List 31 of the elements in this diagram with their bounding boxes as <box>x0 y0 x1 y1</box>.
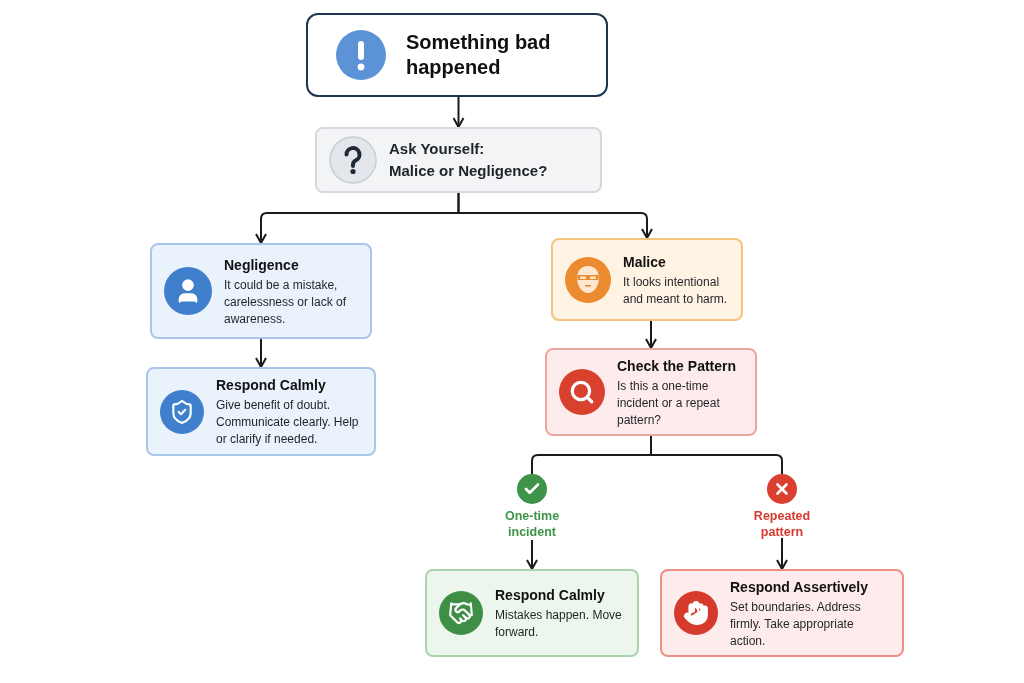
box-text: Is this a one-time incident or a repeat pattern? <box>617 377 721 429</box>
box-text: Mistakes happen. Move forward. <box>495 607 623 641</box>
start-box <box>306 13 608 97</box>
box-title: Respond Calmly <box>495 586 606 605</box>
branch-label: One-time incident <box>503 508 561 540</box>
branch-label: Repeated pattern <box>752 508 812 540</box>
arrow <box>452 96 465 128</box>
process-box <box>425 569 639 657</box>
box-title: Malice <box>623 252 667 272</box>
arrow <box>255 338 267 368</box>
box-text: Malice or Negligence? <box>389 161 548 181</box>
process-box <box>545 348 757 436</box>
process-box <box>660 569 904 657</box>
process-box <box>146 367 376 456</box>
box-title: Ask Yourself: <box>389 139 486 159</box>
arrow <box>776 537 788 570</box>
process-box <box>551 238 743 321</box>
arrow <box>645 320 657 349</box>
box-text: Give benefit of doubt. Communicate clearly. Help or clarify if needed. <box>216 397 360 448</box>
arrow <box>457 192 653 239</box>
box-title: Respond Assertively <box>730 577 869 597</box>
box-title: Check the Pattern <box>617 356 738 376</box>
arrow <box>526 539 538 570</box>
box-title: Respond Calmly <box>216 376 327 395</box>
box-text: Set boundaries. Address firmly. Take appropriate action. <box>730 598 862 650</box>
question-box <box>315 127 602 193</box>
box-text: It looks intentional and meant to harm. <box>623 273 729 308</box>
box-title: Negligence <box>224 255 300 275</box>
box-text: It could be a mistake, carelessness or lack of awareness. <box>224 276 348 328</box>
process-box <box>150 243 372 339</box>
box-title: Something bad happened <box>406 30 552 80</box>
